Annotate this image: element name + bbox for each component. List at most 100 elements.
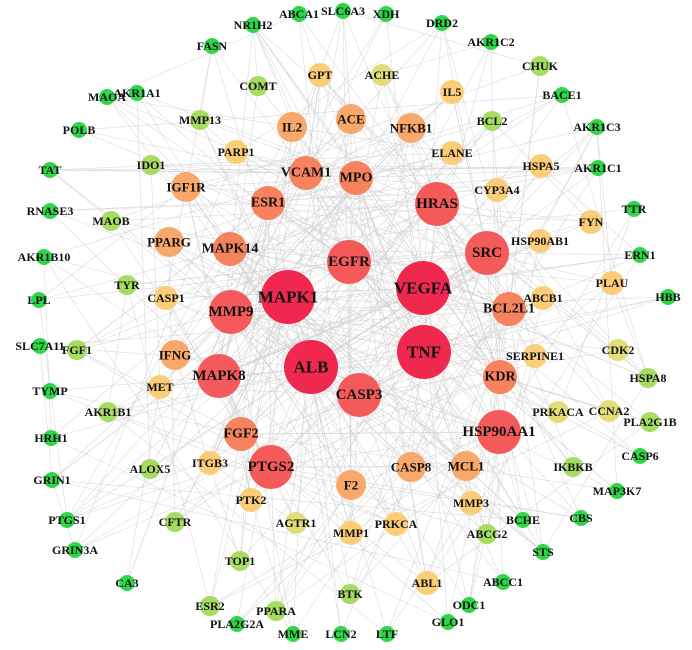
network-edge [348, 261, 618, 492]
node-label: ABCB1 [523, 291, 562, 305]
node-ptk2: PTK2 [236, 488, 266, 512]
network-edge [236, 308, 510, 625]
node-abcg2: ABCG2 [467, 524, 507, 544]
node-circle [461, 597, 477, 613]
node-mapk1: MAPK1 [258, 270, 318, 324]
network-edge [499, 376, 651, 423]
node-label: XDH [373, 7, 400, 21]
node-pparg: PPARG [147, 227, 191, 257]
network-edge [267, 10, 344, 204]
node-label: CBS [569, 511, 593, 525]
network-edge [451, 91, 488, 254]
node-akr1a1: AKR1A1 [113, 85, 161, 101]
node-label: IKBKB [553, 460, 592, 474]
network-edge [498, 240, 541, 433]
network-edge [159, 177, 357, 388]
node-circle [42, 162, 58, 178]
node-label: FASN [197, 39, 228, 53]
node-label: ABCA1 [279, 7, 319, 21]
node-circle [42, 383, 58, 399]
node-circle [333, 626, 349, 642]
network-edge [291, 126, 500, 433]
node-drd2: DRD2 [426, 15, 458, 31]
node-circle [600, 271, 624, 295]
node-circle [209, 290, 253, 334]
node-circle [530, 56, 550, 76]
node-label: MPO [340, 171, 373, 186]
network-edge [342, 10, 352, 120]
network-edge [349, 351, 425, 595]
network-edge [74, 466, 272, 551]
node-label: PRKACA [532, 405, 584, 419]
node-label: MMP3 [453, 496, 489, 510]
node-cyp3a4: CYP3A4 [474, 178, 520, 202]
network-edge [340, 466, 412, 635]
node-circle [573, 510, 589, 526]
node-circle [32, 338, 48, 354]
node-label: GRIN1 [33, 473, 70, 487]
node-egfr: EGFR [327, 240, 371, 284]
node-ace: ACE [336, 104, 366, 134]
node-circle [336, 470, 366, 500]
network-edge [348, 252, 488, 263]
network-edge [305, 172, 360, 396]
node-slc7a11: SLC7A11 [15, 338, 65, 354]
node-pla2g1b: PLA2G1B [623, 412, 677, 432]
node-akr1b10: AKR1B10 [18, 249, 71, 265]
node-label: AKR1B10 [18, 250, 71, 264]
network-edge [319, 74, 610, 412]
network-edge [498, 208, 635, 433]
network-edge [136, 92, 425, 353]
network-edge [49, 375, 220, 392]
node-circle [285, 512, 307, 534]
node-label: AKR1C3 [573, 120, 620, 134]
network-edge [107, 284, 128, 413]
network-edge [348, 240, 541, 263]
node-circle [285, 626, 301, 642]
node-circle [339, 161, 373, 195]
node-elane: ELANE [431, 141, 473, 165]
node-hsp90ab1: HSP90AB1 [511, 229, 569, 253]
node-circle [492, 292, 526, 326]
node-label: MAPK14 [202, 242, 259, 257]
network-edge [76, 94, 563, 351]
node-label: LPL [27, 293, 50, 307]
node-alb: ALB [284, 340, 338, 394]
node-abl1: ABL1 [412, 571, 442, 595]
node-cdk2: CDK2 [602, 339, 634, 361]
node-ca3: CA3 [115, 575, 139, 591]
node-circle [547, 401, 569, 423]
node-label: LCN2 [325, 627, 356, 641]
node-serpine1: SERPINE1 [506, 344, 564, 368]
node-circle [638, 368, 658, 388]
network-edge [168, 241, 488, 535]
node-il5: IL5 [440, 80, 464, 104]
node-circle [277, 112, 307, 142]
node-il2: IL2 [277, 112, 307, 142]
network-edge [342, 10, 541, 67]
node-circle [154, 227, 184, 257]
network-edge [305, 127, 412, 174]
node-label: HRAS [416, 196, 458, 212]
node-mapk14: MAPK14 [202, 232, 259, 266]
network-edge [66, 91, 453, 521]
network-edge [240, 189, 498, 435]
node-xdh: XDH [373, 6, 400, 22]
node-circle [44, 472, 60, 488]
network-edge [39, 308, 510, 347]
node-label: ITGB3 [192, 456, 228, 470]
node-circle [59, 512, 75, 528]
node-circle [465, 231, 509, 275]
network-edge [270, 466, 449, 623]
network-edge [236, 376, 501, 625]
node-bche: BCHE [506, 512, 540, 528]
node-label: GPT [308, 68, 333, 82]
node-label: AKR1C1 [574, 161, 621, 175]
edge-layer [38, 10, 669, 635]
node-ccna2: CCNA2 [589, 400, 629, 422]
node-circle [129, 85, 145, 101]
node-circle [251, 186, 285, 220]
node-label: PTGS2 [248, 459, 295, 475]
network-edge [252, 24, 574, 468]
